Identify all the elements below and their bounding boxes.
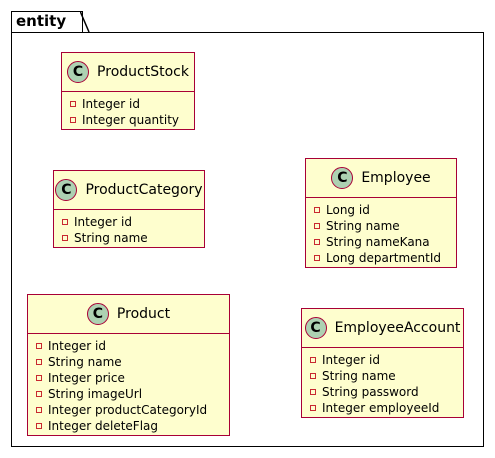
package-title: entity bbox=[16, 12, 67, 30]
attribute: Integer id bbox=[62, 214, 196, 230]
class-name: EmployeeAccount bbox=[334, 320, 461, 336]
attribute: String name bbox=[62, 230, 196, 246]
attribute: Integer id bbox=[70, 96, 186, 112]
class-icon: C bbox=[67, 61, 90, 83]
private-marker-icon bbox=[314, 239, 320, 245]
class-header: C Product bbox=[28, 295, 229, 334]
class-icon: C bbox=[331, 167, 354, 189]
private-marker-icon bbox=[36, 423, 42, 429]
attribute: String imageUrl bbox=[36, 386, 221, 402]
attribute: String name bbox=[310, 368, 455, 384]
private-marker-icon bbox=[36, 359, 42, 365]
package-tab bbox=[11, 11, 83, 33]
class-name: ProductStock bbox=[97, 64, 189, 80]
attribute: String name bbox=[314, 218, 448, 234]
attribute: Integer employeeId bbox=[310, 400, 455, 416]
private-marker-icon bbox=[36, 375, 42, 381]
class-name: Employee bbox=[361, 170, 431, 186]
attribute: Integer productCategoryId bbox=[36, 402, 221, 418]
class-header: C ProductCategory bbox=[54, 171, 204, 210]
private-marker-icon bbox=[314, 223, 320, 229]
private-marker-icon bbox=[314, 207, 320, 213]
class-header: C Employee bbox=[306, 159, 456, 198]
attribute: String nameKana bbox=[314, 234, 448, 250]
attribute: Integer id bbox=[310, 352, 455, 368]
class-icon: C bbox=[55, 179, 78, 201]
class-icon: C bbox=[304, 317, 327, 339]
private-marker-icon bbox=[62, 235, 68, 241]
class-product[interactable]: C Product Integer id String name Integer… bbox=[27, 294, 230, 436]
attribute-list: Integer id String name Integer price Str… bbox=[28, 334, 229, 438]
class-header: C ProductStock bbox=[62, 53, 194, 92]
class-product-stock[interactable]: C ProductStock Integer id Integer quanti… bbox=[61, 52, 195, 130]
private-marker-icon bbox=[310, 357, 316, 363]
class-header: C EmployeeAccount bbox=[302, 309, 463, 348]
class-employee[interactable]: C Employee Long id String name String na… bbox=[305, 158, 457, 268]
attribute-list: Integer id String name bbox=[54, 210, 204, 250]
private-marker-icon bbox=[310, 373, 316, 379]
private-marker-icon bbox=[36, 391, 42, 397]
attribute: Integer id bbox=[36, 338, 221, 354]
private-marker-icon bbox=[310, 389, 316, 395]
class-name: Product bbox=[116, 306, 171, 322]
attribute: Long departmentId bbox=[314, 250, 448, 266]
attribute: String name bbox=[36, 354, 221, 370]
class-employee-account[interactable]: C EmployeeAccount Integer id String name… bbox=[301, 308, 464, 418]
attribute: String password bbox=[310, 384, 455, 400]
package-tab-slope bbox=[80, 11, 90, 33]
private-marker-icon bbox=[70, 101, 76, 107]
private-marker-icon bbox=[314, 255, 320, 261]
attribute: Integer price bbox=[36, 370, 221, 386]
class-icon: C bbox=[86, 303, 109, 325]
private-marker-icon bbox=[62, 219, 68, 225]
attribute-list: Integer id Integer quantity bbox=[62, 92, 194, 132]
private-marker-icon bbox=[310, 405, 316, 411]
attribute: Integer deleteFlag bbox=[36, 418, 221, 434]
private-marker-icon bbox=[36, 343, 42, 349]
attribute-list: Integer id String name String password I… bbox=[302, 348, 463, 420]
private-marker-icon bbox=[70, 117, 76, 123]
attribute-list: Long id String name String nameKana Long… bbox=[306, 198, 456, 270]
private-marker-icon bbox=[36, 407, 42, 413]
attribute: Integer quantity bbox=[70, 112, 186, 128]
class-name: ProductCategory bbox=[85, 182, 203, 198]
class-product-category[interactable]: C ProductCategory Integer id String name bbox=[53, 170, 205, 248]
attribute: Long id bbox=[314, 202, 448, 218]
